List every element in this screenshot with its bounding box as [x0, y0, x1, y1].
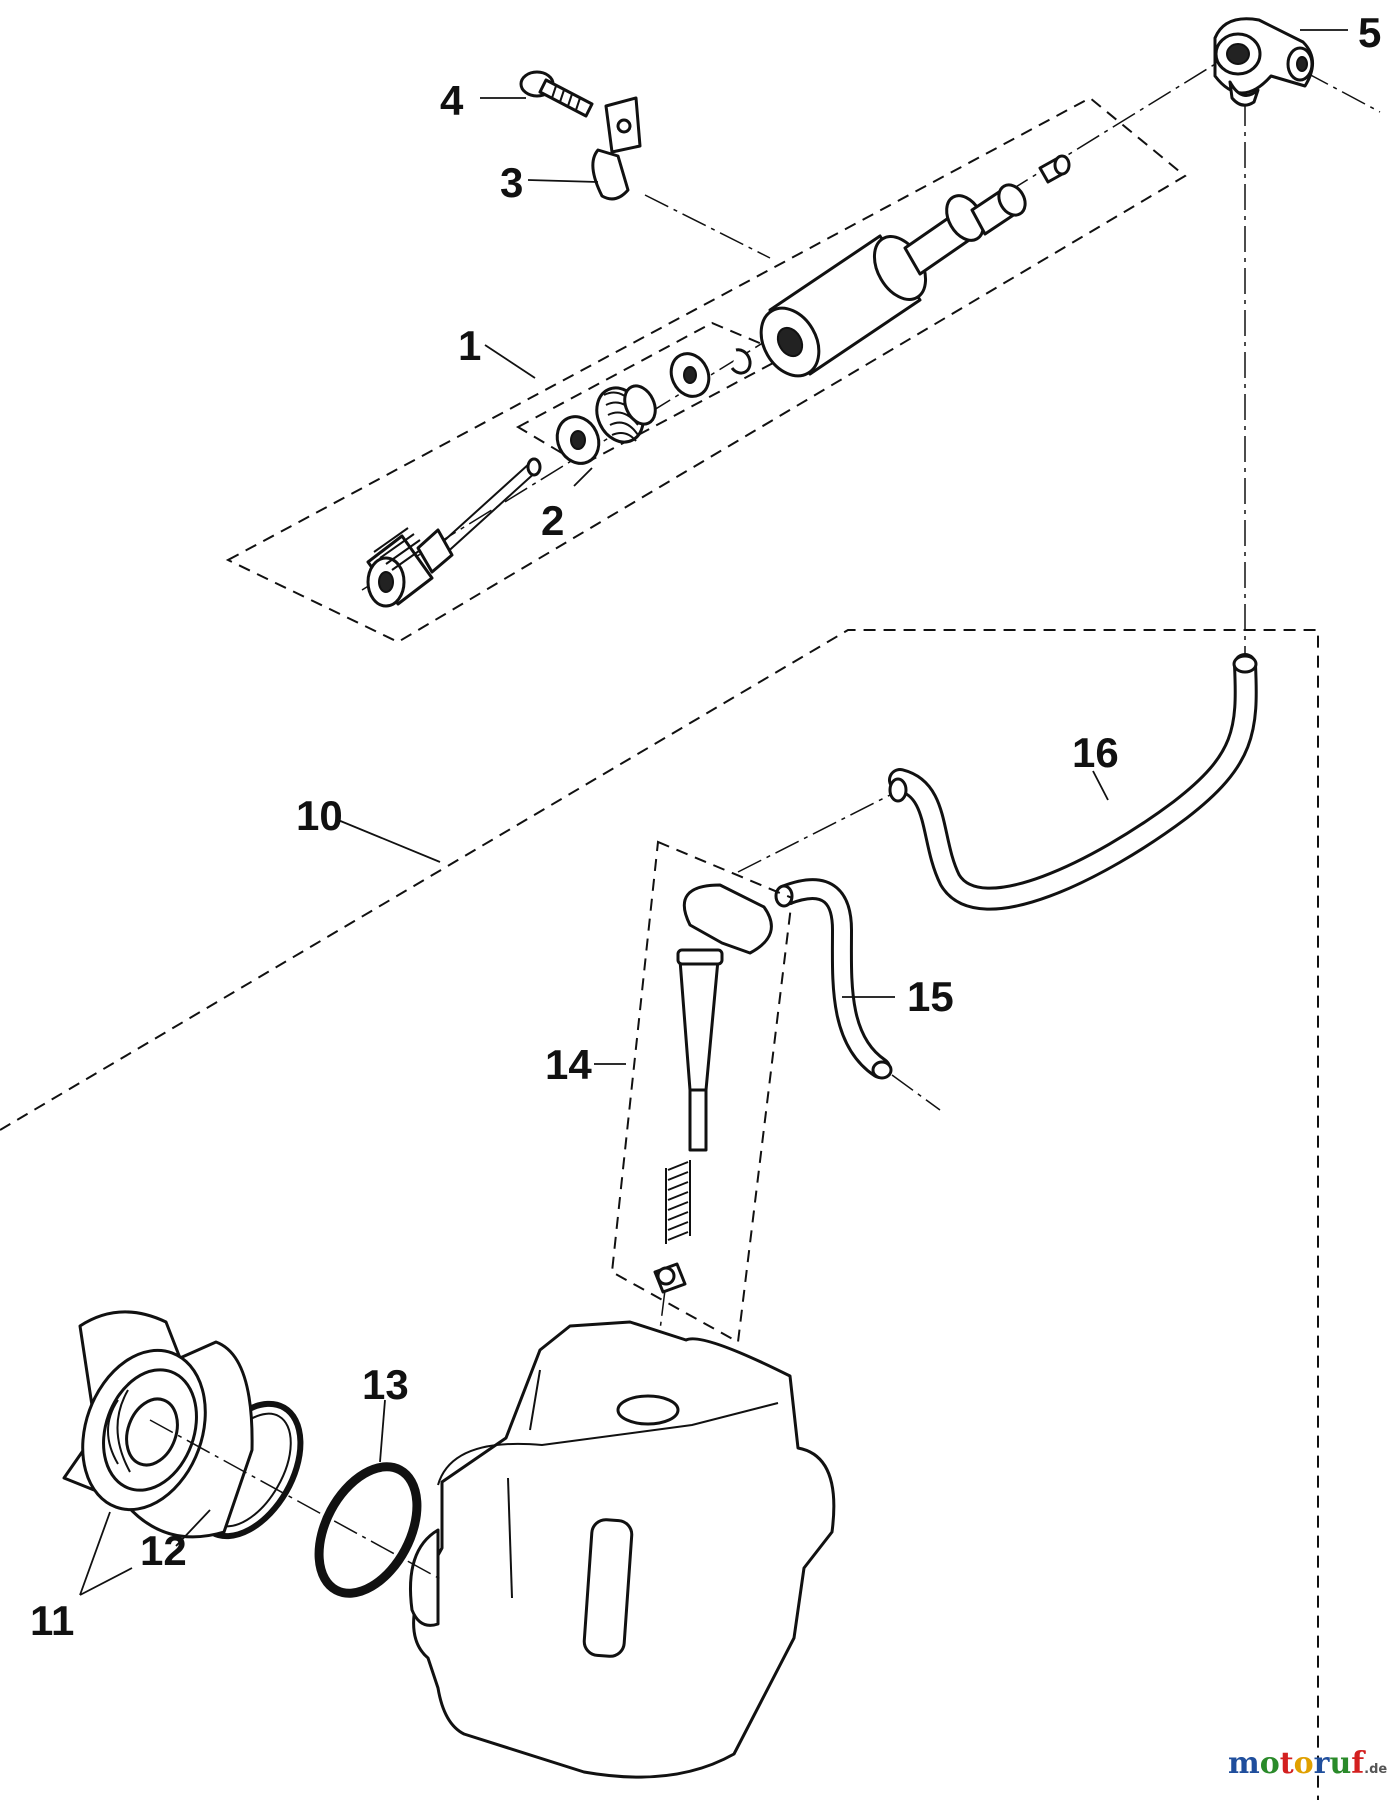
- leader-3: [527, 179, 599, 183]
- callout-2: 2: [541, 497, 565, 544]
- watermark-suffix: .de: [1364, 1762, 1387, 1777]
- callout-10: 10: [296, 792, 343, 839]
- pickup-spring: [665, 1160, 691, 1244]
- worm-shaft: [366, 457, 542, 608]
- cap-centerline: [149, 1419, 443, 1581]
- hose-15: [774, 878, 893, 1080]
- watermark-letter: u: [1329, 1746, 1352, 1781]
- hose-15-centerline: [891, 1074, 941, 1111]
- leader-10: [337, 819, 441, 863]
- bracket-clip: [591, 96, 642, 201]
- clip-centerline: [644, 194, 771, 259]
- washer-left: [555, 415, 601, 465]
- hose-16: [888, 653, 1258, 911]
- pump-piston: [903, 183, 1027, 276]
- callout-13: 13: [362, 1361, 409, 1408]
- watermark-letter: o: [1259, 1746, 1280, 1781]
- callout-15: 15: [907, 973, 954, 1020]
- screw: [519, 70, 594, 118]
- callout-12: 12: [140, 1527, 187, 1574]
- callout-3: 3: [500, 159, 524, 206]
- leader-11b: [79, 1567, 133, 1596]
- watermark-letter: r: [1313, 1746, 1330, 1781]
- leader-1: [484, 344, 536, 379]
- callout-5: 5: [1358, 9, 1382, 56]
- watermark-letter: t: [1279, 1746, 1294, 1781]
- assembly-14-boundary: [610, 840, 794, 1344]
- leader-12: [175, 1509, 211, 1547]
- leader-16: [1092, 770, 1109, 801]
- leader-13: [379, 1399, 386, 1463]
- callout-11: 11: [30, 1597, 75, 1644]
- assembly-1-boundary: [225, 96, 1187, 644]
- valve-plug: [1038, 154, 1071, 184]
- site-watermark: motoruf.de: [1228, 1749, 1387, 1779]
- oil-pickup: [676, 883, 773, 1152]
- circlip: [730, 348, 752, 375]
- leader-11a: [79, 1511, 111, 1596]
- pump-housing: [759, 234, 928, 378]
- hose-16-centerline: [737, 794, 891, 873]
- callout-1: 1: [458, 322, 482, 369]
- elbow-fitting: [1213, 17, 1314, 107]
- valve-ball: [653, 1262, 687, 1294]
- ring-seal-13: [314, 1462, 422, 1598]
- washer-right: [669, 352, 711, 398]
- callout-16: 16: [1072, 729, 1119, 776]
- leader-2: [573, 467, 593, 487]
- callout-14: 14: [545, 1041, 592, 1088]
- watermark-letter: f: [1351, 1746, 1365, 1781]
- watermark-letter: o: [1293, 1746, 1314, 1781]
- watermark-letter: m: [1228, 1746, 1260, 1781]
- elbow-outlet-centerline: [1304, 71, 1381, 113]
- oil-tank: [408, 1320, 836, 1779]
- spring: [595, 384, 657, 444]
- callout-4: 4: [440, 77, 464, 124]
